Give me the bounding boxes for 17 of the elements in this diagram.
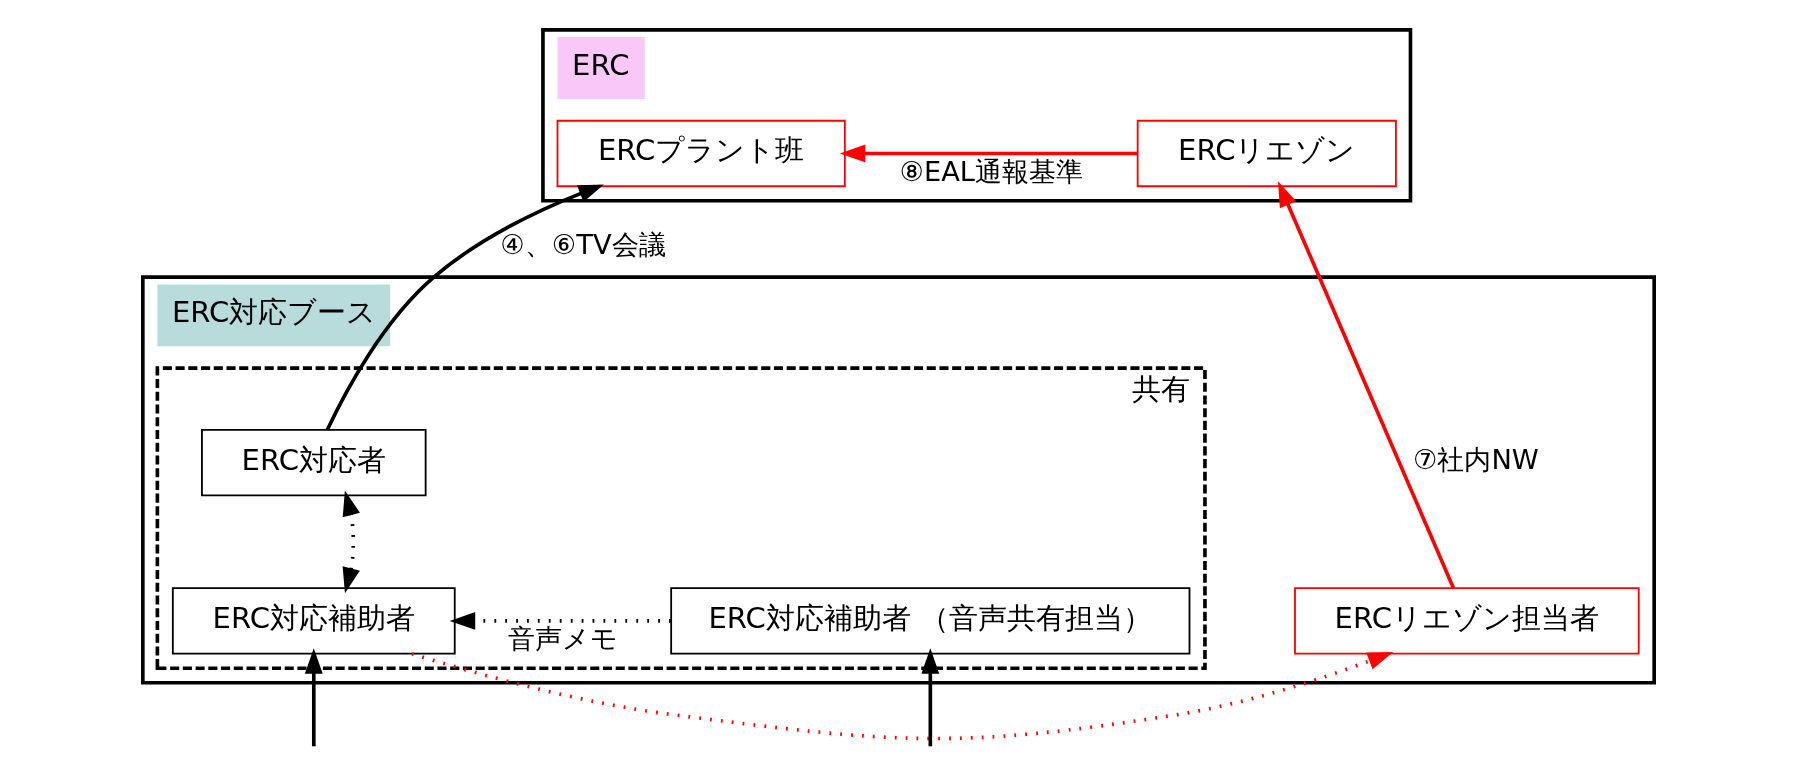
arrow: [342, 490, 360, 594]
arrow: [839, 144, 1137, 163]
arrow: [325, 184, 604, 431]
arrow: [304, 648, 323, 747]
node-box: ERCリエゾン担当者: [1293, 587, 1640, 655]
arrow: [449, 612, 671, 630]
node-box: ERC対応補助者: [171, 587, 456, 655]
node-box: ERCプラント班: [556, 119, 846, 188]
node-box: ERC対応者: [200, 429, 427, 497]
edge-label: ④、⑥TV会議: [499, 228, 666, 260]
arrow: [1277, 181, 1455, 589]
edge-label: ⑧EAL通報基準: [899, 155, 1083, 187]
arrow: [920, 648, 939, 747]
node-box: ERCリエゾン: [1136, 119, 1397, 188]
node-box: ERC対応補助者 （音声共有担当）: [669, 587, 1190, 655]
edge-label: ⑦社内NW: [1412, 444, 1539, 476]
edge-label: 音声メモ: [507, 623, 618, 655]
